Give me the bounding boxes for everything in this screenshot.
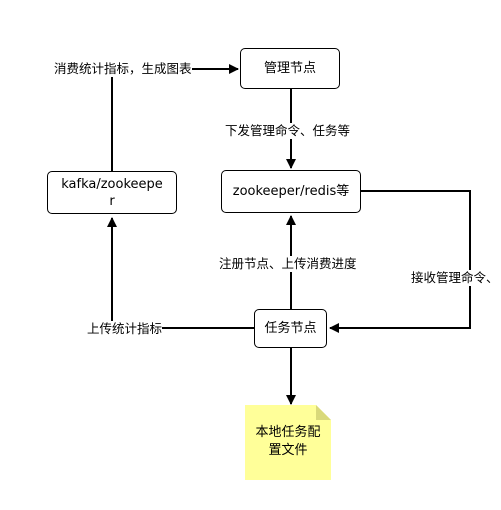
node-config-label-line2: 置文件 (268, 443, 308, 458)
node-manager-label: 管理节点 (263, 61, 316, 76)
node-config-label-line1: 本地任务配 (255, 425, 321, 440)
node-kafka-label-line2: r (109, 193, 115, 209)
node-kafka-zookeeper: kafka/zookeepe r (47, 171, 177, 214)
edge-zk-to-task (329, 190, 471, 333)
edge-task-to-kafka (107, 217, 254, 329)
config-note-shape (245, 405, 331, 480)
node-zookeeper-redis: zookeeper/redis等 (221, 170, 361, 213)
node-task-label: 任务节点 (264, 321, 317, 336)
node-task: 任务节点 (254, 309, 327, 348)
config-note-fold (316, 405, 331, 420)
node-zookeeper-redis-label: zookeeper/redis等 (232, 184, 350, 199)
edge-label-task-to-kafka: 上传统计指标 (87, 321, 163, 337)
node-manager: 管理节点 (240, 48, 340, 89)
node-local-config: 本地任务配 置文件 (245, 424, 331, 460)
edge-kafka-to-manager (111, 64, 239, 171)
edge-label-zk-to-task: 接收管理命令、 (411, 270, 499, 286)
edge-label-stats-to-manager: 消费统计指标，生成图表 (54, 61, 192, 77)
node-kafka-label-line1: kafka/zookeepe (61, 176, 163, 192)
edge-label-task-to-zk: 注册节点、上传消费进度 (219, 256, 357, 272)
edge-label-manager-to-zk: 下发管理命令、任务等 (225, 123, 351, 139)
